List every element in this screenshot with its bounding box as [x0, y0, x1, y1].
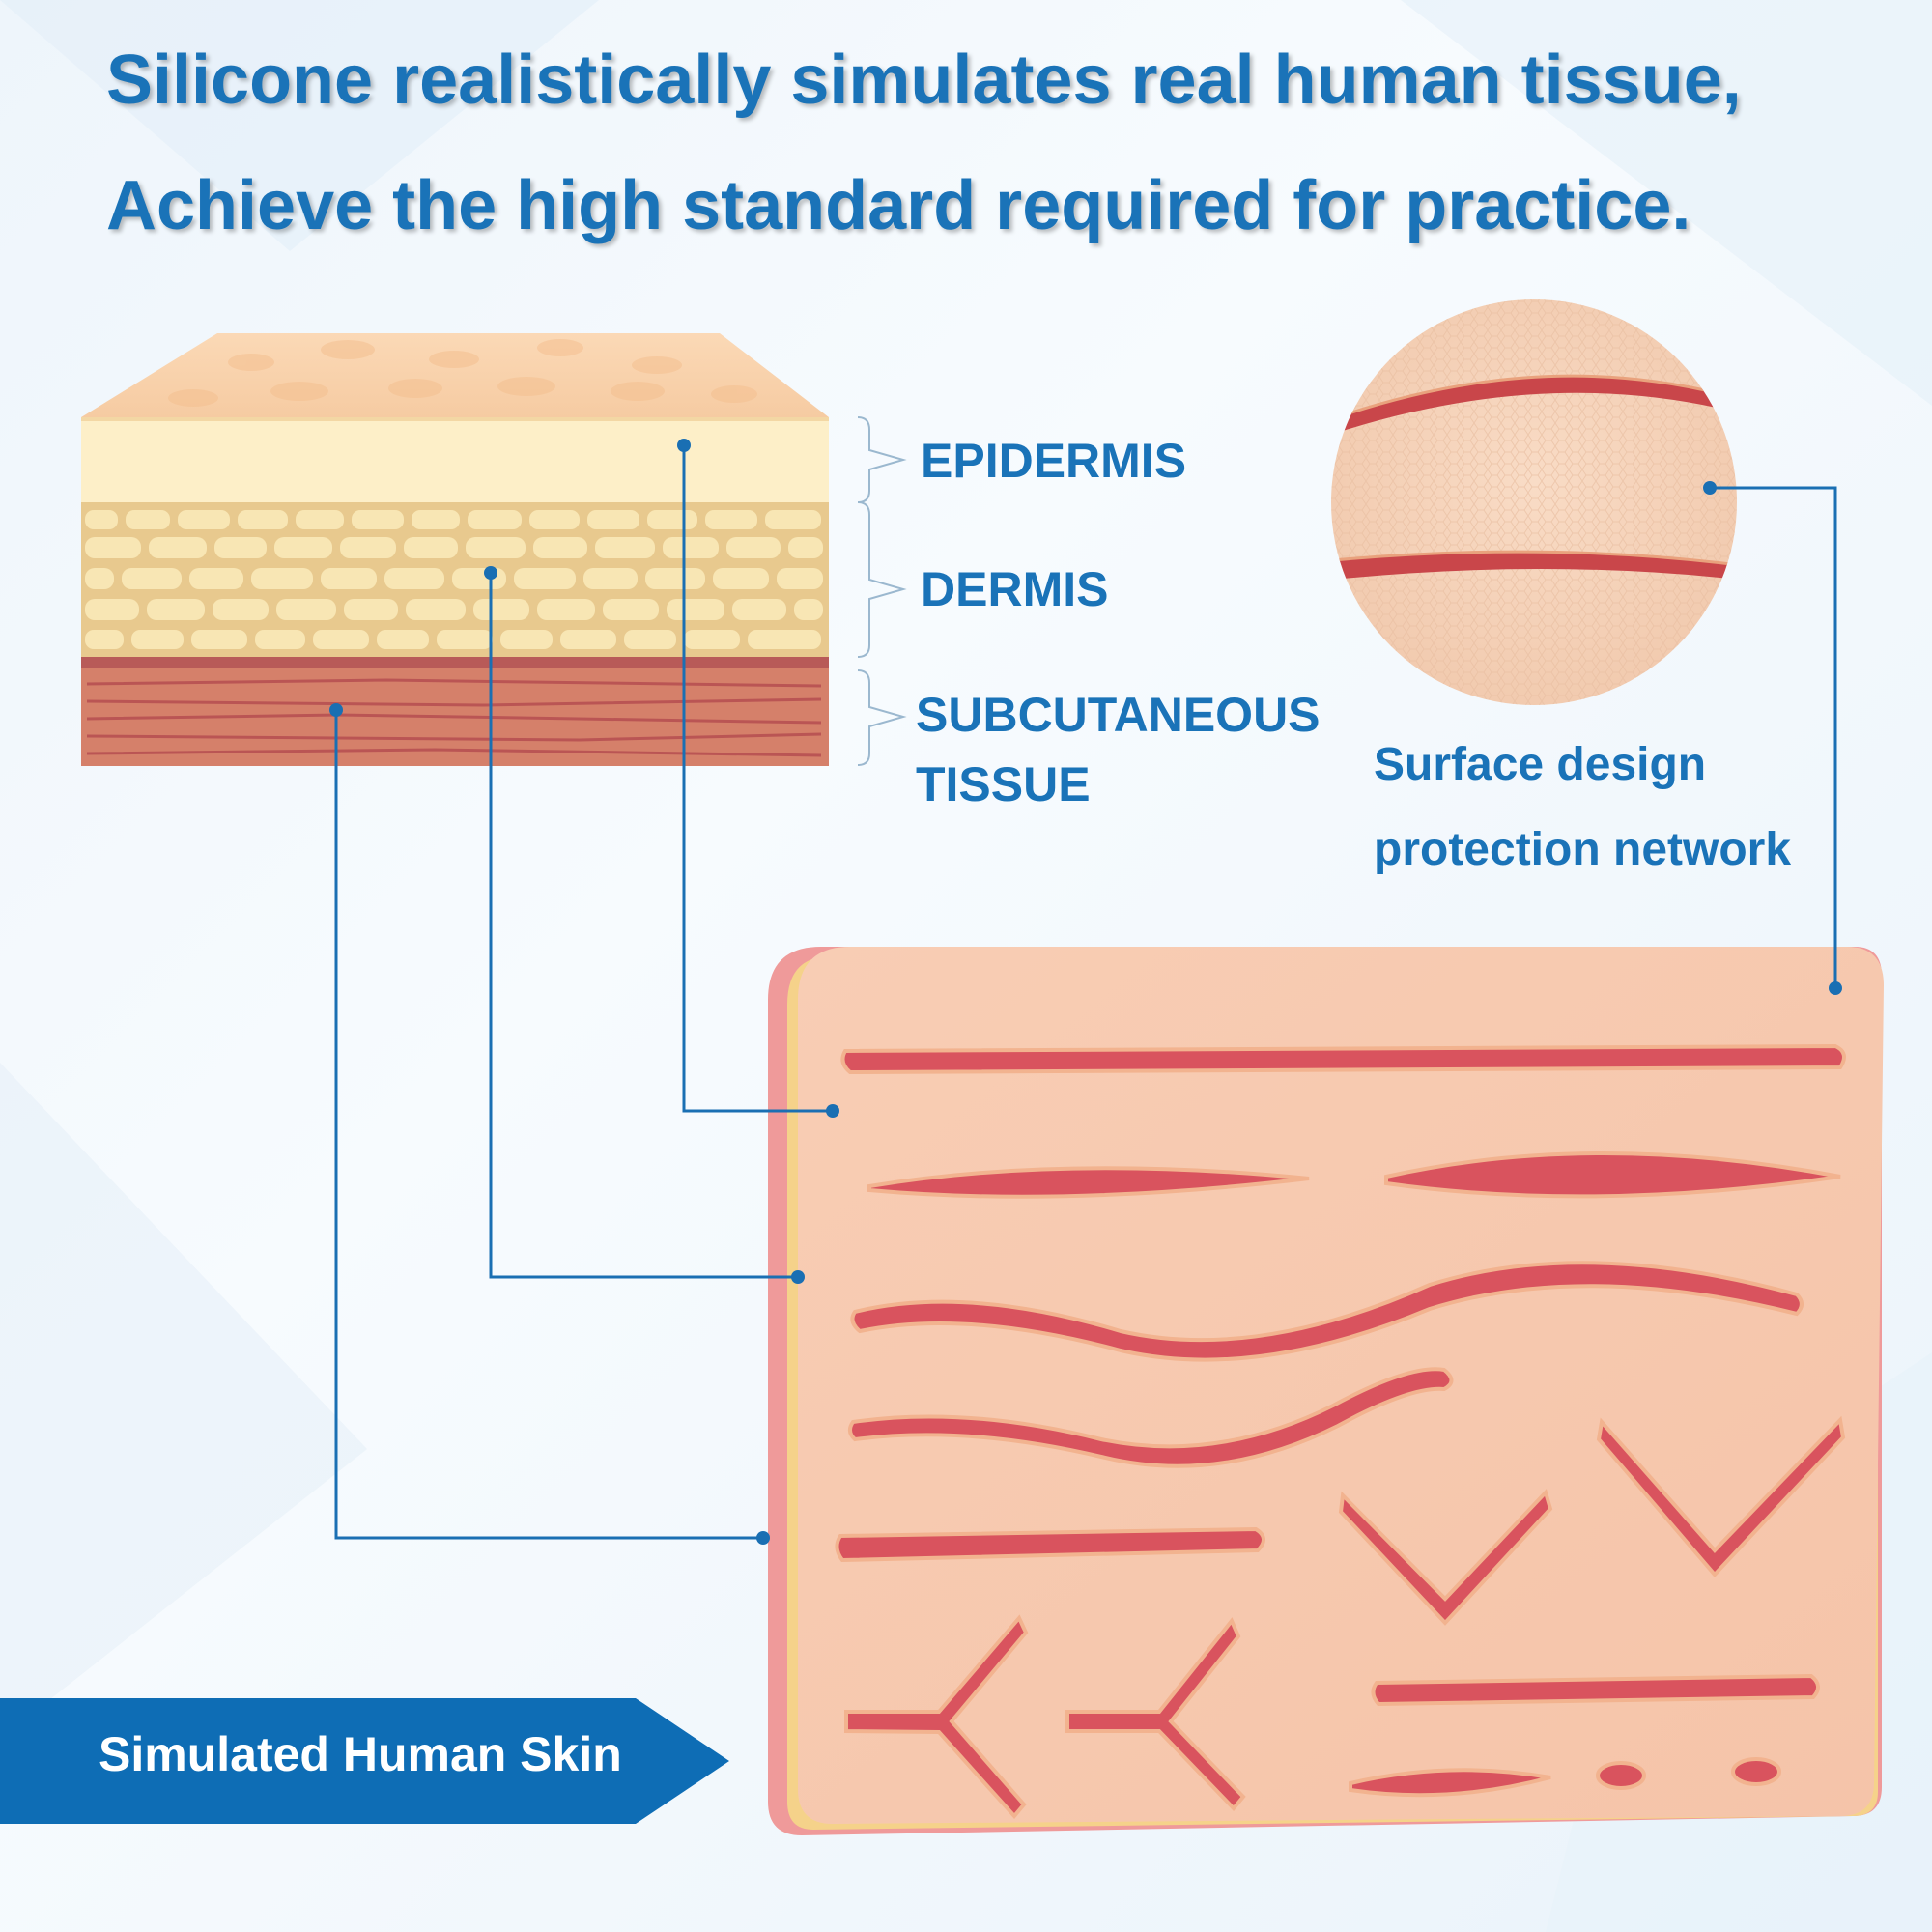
- subcutaneous-layer: [81, 657, 829, 766]
- surface-zoom-circle: [1331, 299, 1737, 705]
- wound-straight-lower: [1371, 1673, 1820, 1707]
- wound-y-right: [1065, 1617, 1246, 1811]
- wound-dot-2: [1731, 1757, 1781, 1786]
- surface-note-line1: Surface design: [1374, 739, 1707, 790]
- skin-cross-section: [81, 333, 829, 766]
- wound-wave-2: [848, 1367, 1454, 1468]
- wound-elliptical-left: [867, 1166, 1310, 1199]
- connector-dots: [329, 439, 1842, 1545]
- connector-epidermis: [682, 445, 833, 1113]
- headline-line-2: Achieve the high standard required for p…: [106, 167, 1691, 244]
- wound-elliptical-right: [1384, 1151, 1841, 1199]
- label-epidermis: EPIDERMIS: [921, 434, 1187, 488]
- banner-label: Simulated Human Skin: [99, 1727, 622, 1781]
- wound-v-right: [1596, 1415, 1846, 1577]
- wound-wave-1: [850, 1261, 1804, 1362]
- headline-line-1: Silicone realistically simulates real hu…: [106, 42, 1742, 119]
- label-subcutaneous-line1: SUBCUTANEOUS: [916, 688, 1321, 742]
- wound-v-left: [1338, 1489, 1553, 1626]
- wound-straight-short: [835, 1526, 1265, 1563]
- layer-brackets: [857, 416, 907, 766]
- wound-long-straight: [840, 1043, 1846, 1075]
- wound-dot-1: [1596, 1761, 1646, 1790]
- epidermis-layer: [81, 417, 829, 502]
- label-dermis: DERMIS: [921, 562, 1109, 616]
- label-subcutaneous-line2: TISSUE: [916, 757, 1091, 811]
- connector-surface: [1710, 486, 1837, 988]
- connector-dermis: [489, 573, 798, 1279]
- connector-lines: [334, 445, 1837, 1540]
- wound-y-left: [844, 1614, 1029, 1820]
- wound-small-ellipse: [1349, 1768, 1551, 1798]
- connector-subcutaneous: [334, 710, 763, 1540]
- banner-arrow: [0, 1698, 729, 1824]
- dermis-cells: [85, 510, 823, 649]
- surface-note-line2: protection network: [1374, 824, 1792, 875]
- suture-pad: [768, 947, 1884, 1835]
- pore-dots: [168, 339, 757, 407]
